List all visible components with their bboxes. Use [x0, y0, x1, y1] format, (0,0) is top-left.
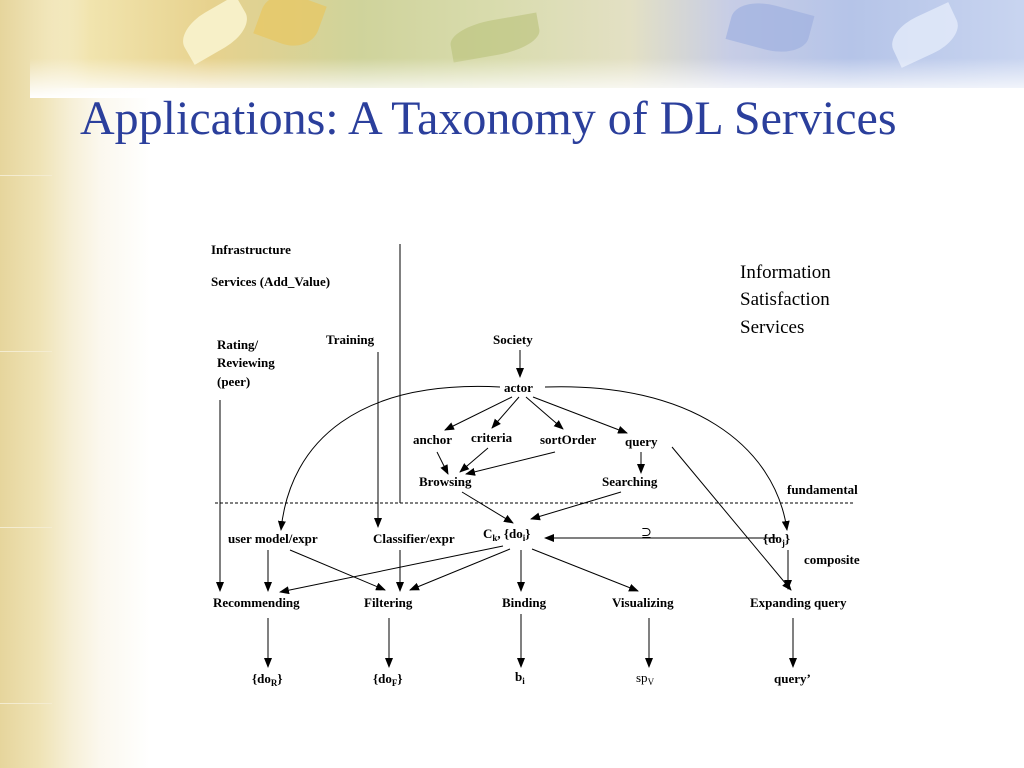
parchment-tile [0, 176, 52, 352]
node-classifier: Classifier/expr [373, 531, 455, 546]
node-rating-line3: (peer) [217, 374, 250, 389]
edge-sortorder-browsing [465, 451, 556, 476]
node-user-model: user model/expr [228, 531, 318, 546]
edge-actor-doj [544, 386, 790, 531]
edge-ck-filtering [409, 548, 511, 591]
node-actor: actor [504, 380, 533, 395]
infrastructure-label-line1: Infrastructure [211, 242, 291, 257]
edge-searching-ck [530, 491, 622, 521]
node-b-i: bi [515, 669, 525, 686]
node-society: Society [493, 332, 533, 347]
edge-actor-sortorder [525, 396, 564, 430]
info-satisfaction-line2: Satisfaction [740, 289, 830, 310]
label-composite: composite [804, 552, 860, 567]
diagram-labels: Infrastructure Services (Add_Value) Info… [211, 242, 860, 688]
info-satisfaction-line1: Information [740, 262, 831, 283]
node-filtering: Filtering [364, 595, 413, 610]
edge-query-expanding [671, 446, 792, 591]
edge-anchor-browsing [436, 451, 449, 475]
node-visualizing: Visualizing [612, 595, 674, 610]
node-sp-v: spV [636, 670, 655, 687]
node-do-r: {doR} [252, 671, 282, 688]
infrastructure-label-line2: Services (Add_Value) [211, 274, 330, 289]
node-training: Training [326, 332, 375, 347]
slide-title: Applications: A Taxonomy of DL Services [80, 92, 897, 145]
node-query-prime: query’ [774, 671, 811, 686]
node-do-f: {doF} [373, 671, 402, 688]
left-parchment-band [0, 0, 150, 768]
node-rating-line1: Rating/ [217, 337, 259, 352]
parchment-tile [0, 352, 52, 528]
node-ck-do: Ck, {doi} [483, 526, 530, 543]
diagram-edges [215, 244, 855, 668]
parchment-tile [0, 0, 52, 176]
node-rating-line2: Reviewing [217, 355, 275, 370]
node-recommending: Recommending [213, 595, 300, 610]
edge-criteria-browsing [459, 447, 489, 473]
label-fundamental: fundamental [787, 482, 858, 497]
edge-actor-usermodel [277, 385, 501, 531]
superset-symbol: ⊇ [641, 525, 652, 540]
node-binding: Binding [502, 595, 547, 610]
node-sortorder: sortOrder [540, 432, 597, 447]
node-criteria: criteria [471, 430, 513, 445]
node-anchor: anchor [413, 432, 452, 447]
node-query: query [625, 434, 658, 449]
edge-ck-recommending [279, 545, 504, 595]
edge-actor-anchor [444, 396, 513, 431]
edge-browsing-ck [461, 491, 514, 524]
node-expanding-query: Expanding query [750, 595, 847, 610]
node-do-j: {doj} [763, 531, 790, 548]
banner-fade [30, 58, 1024, 98]
parchment-tile [0, 528, 52, 704]
edge-actor-query [532, 396, 628, 434]
edge-ck-visualizing [531, 548, 639, 592]
node-browsing: Browsing [419, 474, 472, 489]
node-searching: Searching [602, 474, 658, 489]
edge-usermodel-filtering [289, 549, 386, 591]
info-satisfaction-line3: Services [740, 317, 804, 338]
edge-actor-criteria [491, 396, 520, 429]
